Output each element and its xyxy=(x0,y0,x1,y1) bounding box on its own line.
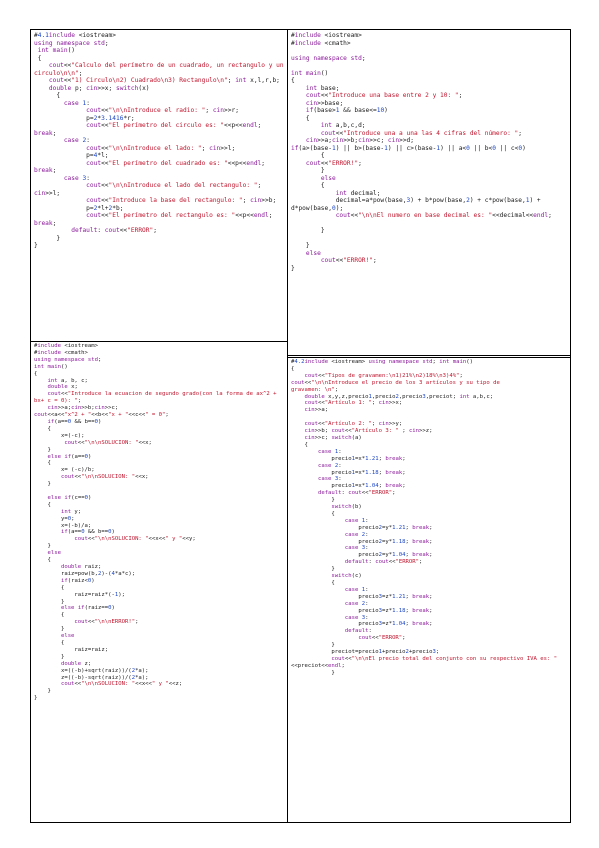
perimeter-program-code: #4.1include <iostream> using namespace s… xyxy=(34,32,284,249)
column-divider xyxy=(287,30,288,822)
perimeter-program-panel: #4.1include <iostream> using namespace s… xyxy=(34,32,285,342)
base-conversion-panel: #include <iostream> #include <cmath> usi… xyxy=(291,32,567,356)
base-conversion-code: #include <iostream> #include <cmath> usi… xyxy=(291,32,552,272)
right-section-divider xyxy=(287,355,570,356)
quadratic-equation-panel: #include <iostream> #include <cmath> usi… xyxy=(34,343,285,819)
left-section-divider xyxy=(31,341,287,342)
tax-price-panel: #4.2include <iostream> using namespace s… xyxy=(291,359,567,819)
right-section-divider-double xyxy=(287,357,570,358)
quadratic-equation-code: #include <iostream> #include <cmath> usi… xyxy=(34,343,280,702)
document-page: #4.1include <iostream> using namespace s… xyxy=(30,29,571,823)
tax-price-code: #4.2include <iostream> using namespace s… xyxy=(291,359,558,676)
